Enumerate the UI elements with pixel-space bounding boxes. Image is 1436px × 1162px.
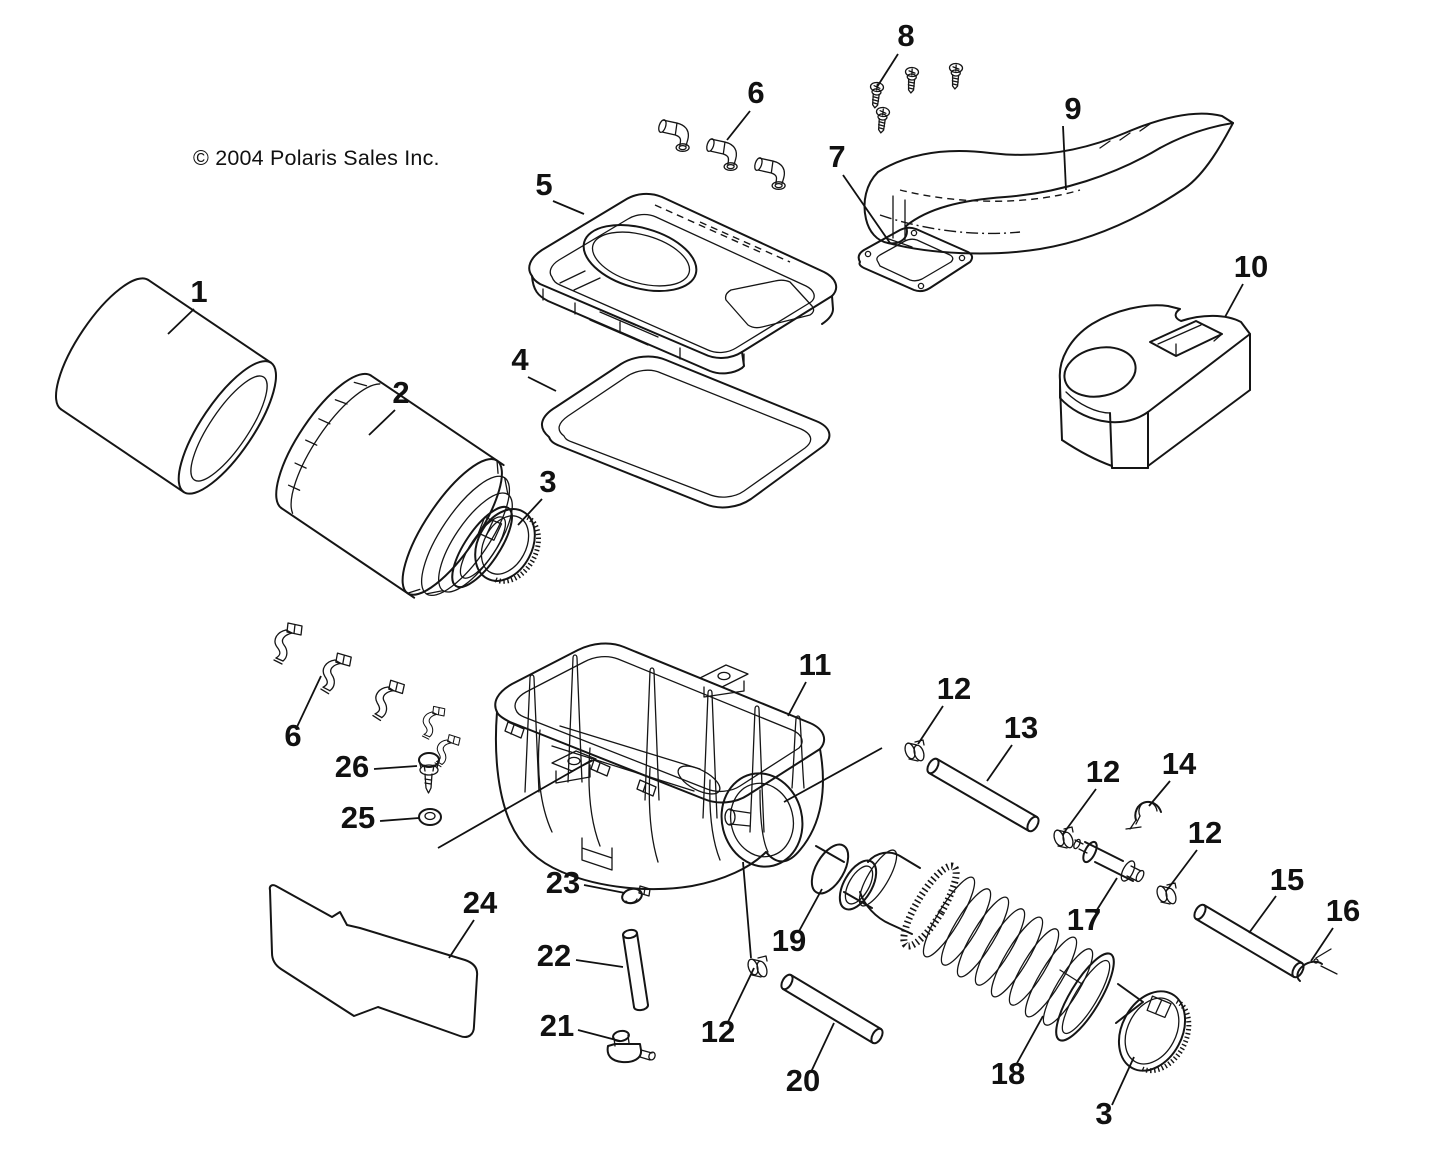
callout-7-label-8: 8	[897, 18, 914, 53]
callout-3-label-4: 4	[511, 342, 529, 377]
pointer-line-1	[783, 747, 883, 803]
callout-18-label-17: 17	[1067, 902, 1101, 937]
part-26-screw-drawing	[418, 752, 440, 794]
part-19-ring-drawing	[810, 843, 878, 911]
part-10-resonator-drawing	[1058, 304, 1251, 469]
part-25-washer-drawing	[418, 808, 442, 826]
part-16-wire-clip-drawing	[1296, 948, 1338, 982]
pointer-line-2	[742, 861, 752, 959]
callout-10-label-11: 11	[799, 647, 832, 682]
callout-22-leader-20	[810, 1022, 835, 1073]
part-22-drain-tube-drawing	[622, 928, 649, 1012]
part-7-gasket-drawing	[857, 226, 974, 293]
callout-17-leader-16	[1310, 927, 1334, 962]
callout-1-label-2: 2	[392, 375, 409, 410]
callout-7-leader-8	[876, 53, 899, 88]
callout-12-label-13: 13	[1004, 710, 1038, 745]
callout-23-leader-21	[577, 1029, 621, 1042]
part-9-duct-drawing	[863, 112, 1234, 255]
callout-14-label-12: 12	[1086, 754, 1120, 789]
part-1-intake-tube-drawing	[55, 277, 278, 495]
callout-2-label-3: 3	[539, 464, 556, 499]
callout-14-leader-12	[1062, 788, 1097, 835]
part-13-hose-drawing	[926, 757, 1040, 833]
part-18-bellows-drawing	[858, 849, 1144, 1042]
callout-27-leader-25	[379, 817, 420, 822]
callout-0-leader-1	[167, 308, 195, 335]
callout-16-label-15: 15	[1270, 862, 1304, 897]
callout-24-leader-22	[575, 959, 624, 968]
callout-12-leader-13	[986, 744, 1013, 782]
callout-13-leader-14	[1148, 780, 1171, 807]
callout-16-leader-15	[1248, 895, 1277, 934]
callout-29-leader-3	[1111, 1056, 1135, 1106]
callout-13-label-14: 14	[1162, 746, 1197, 781]
callout-29-label-3: 3	[1095, 1096, 1112, 1131]
callout-11-leader-12	[917, 705, 944, 745]
part-6-hook-clips-drawing	[273, 622, 461, 769]
callout-layer: 1234567891011121314121215161718191220212…	[167, 18, 1360, 1131]
pointer-line-0	[437, 759, 593, 849]
callout-27-label-25: 25	[341, 800, 375, 835]
callout-24-label-22: 22	[537, 938, 571, 973]
callout-28-label-26: 26	[335, 749, 369, 784]
callout-20-label-19: 19	[772, 923, 806, 958]
callout-21-leader-12	[726, 967, 755, 1025]
callout-22-label-20: 20	[786, 1063, 820, 1098]
callout-6-leader-7	[842, 174, 891, 244]
callout-2-leader-3	[517, 498, 543, 526]
callout-19-label-18: 18	[991, 1056, 1025, 1091]
callout-17-label-16: 16	[1326, 893, 1360, 928]
part-3-clamp-upper-drawing	[474, 508, 541, 584]
callout-3-leader-4	[527, 376, 557, 392]
callout-15-label-12: 12	[1188, 815, 1222, 850]
part-6-elbow-fittings-drawing	[654, 117, 790, 192]
callout-10-leader-11	[787, 681, 807, 717]
callout-15-leader-12	[1166, 849, 1198, 891]
part-24-foam-pad-drawing	[268, 884, 479, 1038]
part-23-clamp-small-drawing	[621, 885, 651, 905]
callout-5-leader-6	[726, 110, 751, 141]
callout-0-label-1: 1	[190, 274, 207, 309]
part-17-fitting-drawing	[1073, 838, 1145, 883]
copyright-text: © 2004 Polaris Sales Inc.	[193, 146, 440, 170]
part-4-seal-drawing	[540, 355, 831, 509]
callout-4-label-5: 5	[535, 167, 552, 202]
part-20-hose-drawing	[780, 973, 884, 1045]
part-11-airbox-base-drawing	[494, 642, 826, 891]
callout-25-label-23: 23	[546, 865, 580, 900]
part-15-hose-drawing	[1193, 903, 1305, 979]
callout-26-label-24: 24	[463, 885, 498, 920]
callout-30-leader-6	[295, 675, 322, 730]
callout-28-leader-26	[373, 765, 418, 770]
callout-30-label-6: 6	[284, 718, 301, 753]
part-21-drain-valve-drawing	[606, 1029, 656, 1064]
callout-19-leader-18	[1015, 1015, 1044, 1066]
callout-23-label-21: 21	[540, 1008, 574, 1043]
callout-5-label-6: 6	[747, 75, 764, 110]
callout-1-leader-2	[368, 409, 396, 436]
callout-8-leader-9	[1062, 125, 1067, 191]
callout-9-label-10: 10	[1234, 249, 1268, 284]
callout-20-leader-19	[797, 888, 823, 934]
callout-25-leader-23	[583, 884, 626, 894]
part-8-screws-drawing	[867, 62, 964, 135]
callout-11-label-12: 12	[937, 671, 971, 706]
callout-4-leader-5	[552, 200, 585, 215]
callout-6-label-7: 7	[828, 139, 845, 174]
part-5-airbox-cover-drawing	[528, 192, 838, 375]
callout-18-leader-17	[1094, 877, 1118, 914]
callout-26-leader-24	[448, 919, 475, 959]
callout-21-label-12: 12	[701, 1014, 735, 1049]
callout-9-leader-10	[1224, 283, 1244, 318]
part-3-clamp-lower-drawing	[1117, 990, 1192, 1074]
part-2-air-filter-drawing	[275, 372, 513, 599]
part-14-clamp-drawing	[1125, 800, 1162, 830]
callout-8-label-9: 9	[1064, 91, 1081, 126]
